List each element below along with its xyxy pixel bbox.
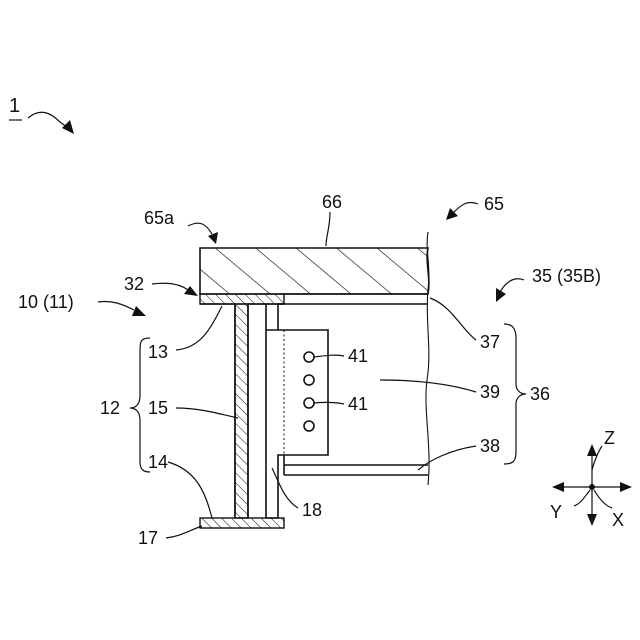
slab-ref-leader [188, 223, 212, 234]
bottom-flange-leader [166, 526, 202, 538]
slab-ref-arrowhead [208, 232, 218, 244]
fig-arrowhead [62, 120, 74, 134]
label-axis-z: Z [604, 428, 615, 448]
bolt-hole-3 [304, 398, 314, 408]
bolt-hole-2 [304, 375, 314, 385]
top-plate-32 [200, 294, 284, 304]
label-floor: 65 [484, 194, 504, 214]
label-panel: 39 [480, 382, 500, 402]
slab-leader [326, 212, 330, 246]
plate32-arrowhead [184, 286, 198, 296]
plate32-leader [152, 283, 188, 290]
label-bottom-flange-ref: 14 [148, 452, 168, 472]
gusset-plate-18 [266, 304, 328, 518]
upper-member-leader [430, 298, 476, 340]
bottom-flange-17 [200, 518, 284, 528]
top-flange-leader [176, 306, 222, 350]
web-15 [235, 304, 248, 518]
label-upper-member: 37 [480, 332, 500, 352]
label-top-flange: 13 [148, 342, 168, 362]
bolt-hole-4 [304, 421, 314, 431]
label-plate32: 32 [124, 274, 144, 294]
lower-member-leader [418, 446, 476, 470]
label-beam: 10 (11) [18, 292, 74, 312]
joint-leader [500, 279, 524, 292]
label-web: 15 [148, 398, 168, 418]
label-group: 36 [530, 384, 550, 404]
bottom-flange-ref-leader [168, 462, 212, 518]
label-slab: 66 [322, 192, 342, 212]
label-bolt-b: 41 [348, 394, 368, 414]
label-bolt-a: 41 [348, 346, 368, 366]
label-lower-member: 38 [480, 436, 500, 456]
stiffener-leader [272, 468, 298, 508]
label-axis-y: Y [550, 502, 562, 522]
bolt-b-leader [314, 402, 344, 404]
label-body: 12 [100, 398, 120, 418]
slab-66 [200, 248, 429, 294]
beam-arrowhead [132, 306, 146, 316]
bolt-a-leader [314, 355, 344, 357]
panel-leader [380, 380, 476, 392]
label-stiffener: 18 [302, 500, 322, 520]
body-brace [130, 338, 150, 472]
label-joint: 35 (35B) [532, 266, 601, 286]
floor-leader [454, 202, 478, 212]
label-fig: 1 [9, 95, 20, 117]
label-axis-x: X [612, 510, 624, 530]
bolt-hole-1 [304, 352, 314, 362]
fig-arrow-leader [28, 112, 68, 128]
beam-leader [98, 301, 134, 310]
web-leader [176, 408, 238, 418]
label-bottom-flange: 17 [138, 528, 158, 548]
group-brace [504, 324, 526, 464]
label-slab-ref: 65a [144, 208, 175, 228]
